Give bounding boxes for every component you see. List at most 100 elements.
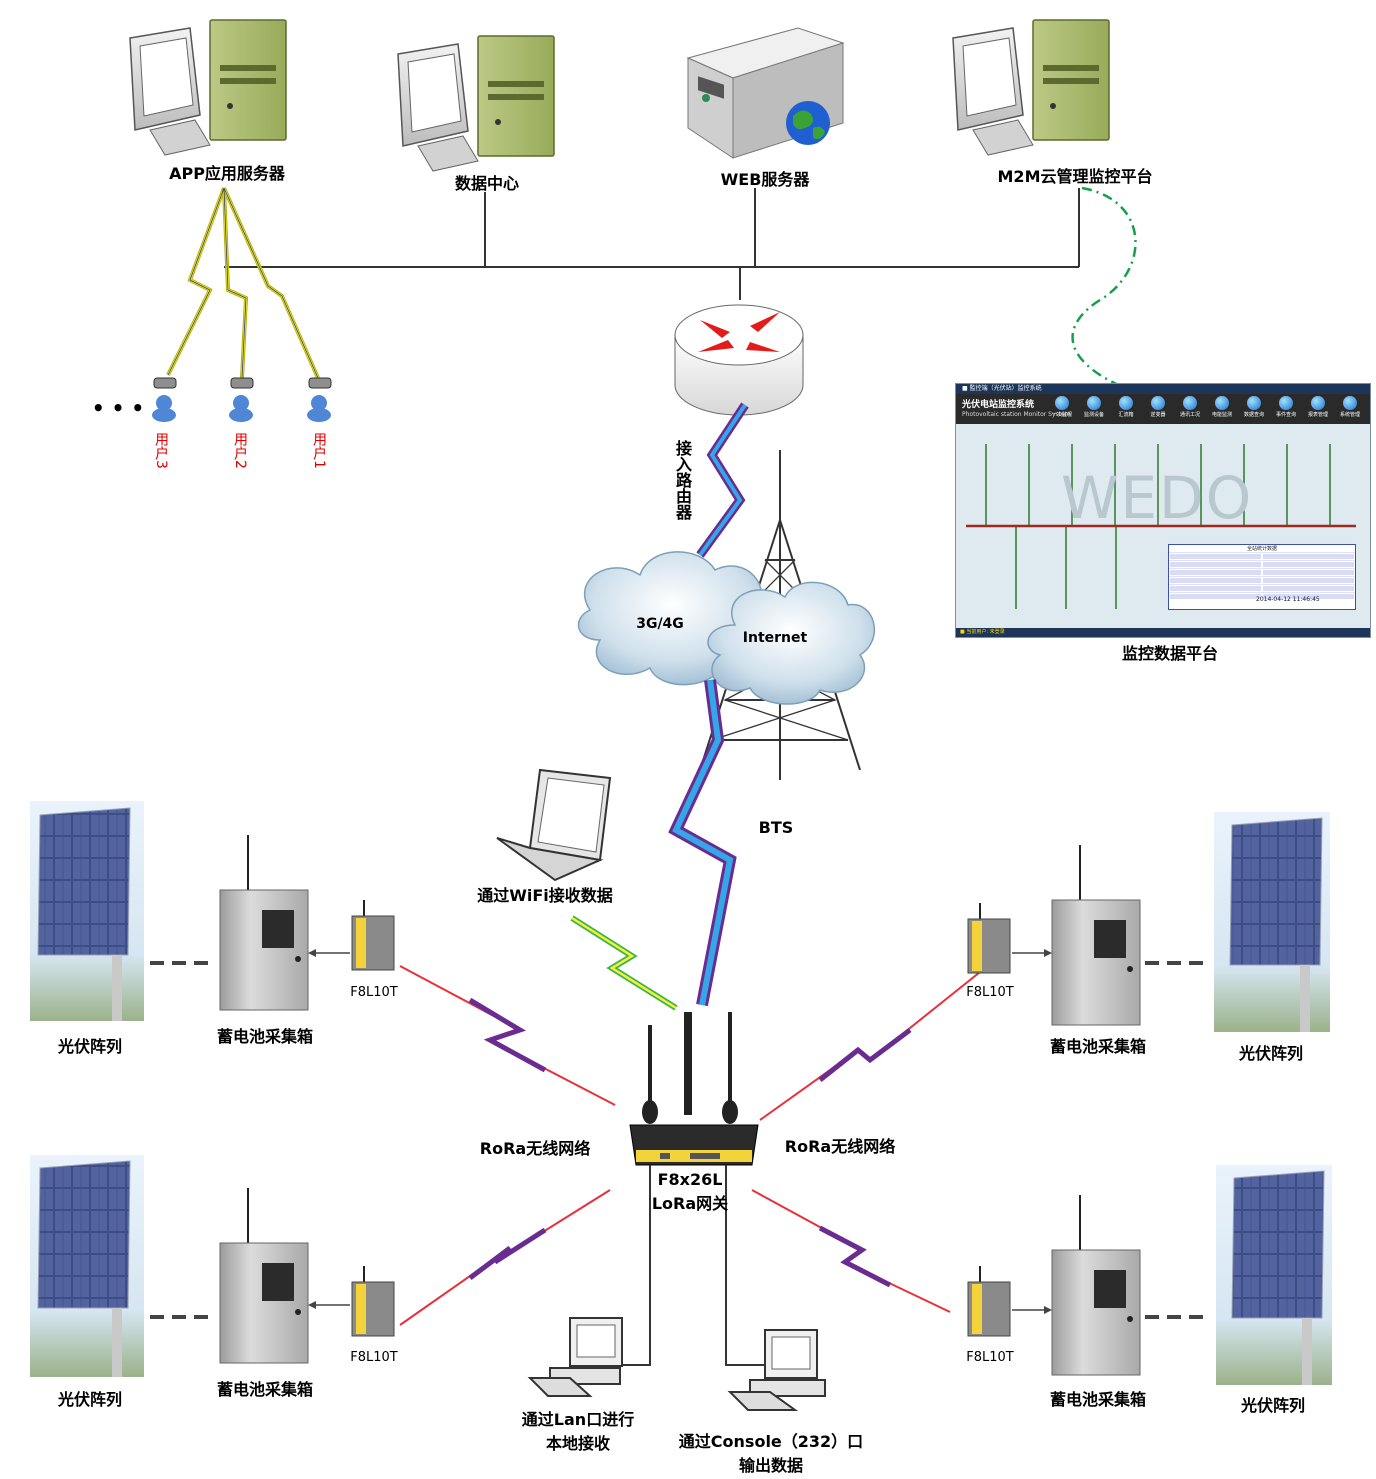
solar-array-2-image [1214, 812, 1330, 1032]
monitor-wiring [966, 444, 1356, 609]
lora-network-left-label: RoRa无线网络 [479, 1139, 591, 1158]
monitor-menu-item[interactable]: 一次监视 [1046, 396, 1078, 418]
monitor-time: 2014-04-12 11:46:45 [1256, 596, 1320, 603]
site3-array-label: 光伏阵列 [57, 1390, 123, 1409]
user3-label: 用户3 [153, 432, 169, 469]
site1-module-label: F8L10T [350, 985, 398, 1000]
monitor-status-bar: ■ 当前用户: 未登录 [956, 628, 1370, 637]
monitor-menu-item[interactable]: 系统管理 [1334, 396, 1366, 418]
monitor-menu-icon [1311, 396, 1325, 410]
router-label: 接入路由器 [673, 440, 692, 520]
user2-icon [229, 377, 254, 422]
monitor-header: 光伏电站监控系统 Photovoltaic station Monitor Sy… [956, 394, 1370, 424]
backbone-lines [224, 188, 1080, 300]
data-center-computer-icon [397, 35, 555, 172]
site2-module-label: F8L10T [966, 985, 1014, 1000]
m2m-platform-computer-icon [952, 19, 1110, 156]
site-connectors [150, 952, 1210, 1319]
monitor-menu-label: 数据查询 [1243, 412, 1264, 418]
monitor-menu-item[interactable]: 数据查询 [1238, 396, 1270, 418]
battery-box-3-icon [219, 1188, 309, 1364]
site2-box-label: 蓄电池采集箱 [1049, 1037, 1147, 1056]
site3-module-label: F8L10T [350, 1350, 398, 1365]
monitor-menu-item[interactable]: 汇流箱 [1110, 396, 1142, 418]
site4-box-label: 蓄电池采集箱 [1049, 1390, 1147, 1409]
user1-label: 用户1 [311, 432, 327, 469]
m2m-platform-label: M2M云管理监控平台 [997, 167, 1153, 186]
monitor-menu-item[interactable]: 通讯工况 [1174, 396, 1206, 418]
monitor-system-subtitle: Photovoltaic station Monitor System [962, 411, 1071, 418]
wifi-label: 通过WiFi接收数据 [477, 886, 613, 905]
monitor-menu-label: 逆变器 [1150, 412, 1166, 418]
monitor-menu-label: 汇流箱 [1118, 412, 1134, 418]
module-arrowheads [308, 949, 1052, 1314]
monitor-system-name: 光伏电站监控系统 [962, 400, 1035, 410]
monitor-menu-item[interactable]: 登录 [1366, 396, 1370, 418]
user1-icon [307, 377, 332, 422]
data-center-label: 数据中心 [454, 174, 520, 193]
monitor-menu-label: 通讯工况 [1179, 412, 1200, 418]
lora-module-3-icon [351, 1266, 395, 1337]
lora-module-1-icon [351, 900, 395, 971]
site4-module-label: F8L10T [966, 1350, 1014, 1365]
site2-array-label: 光伏阵列 [1238, 1044, 1304, 1063]
console-computer-icon [727, 1329, 826, 1411]
site3-box-label: 蓄电池采集箱 [216, 1380, 314, 1399]
monitor-platform-screenshot: ■ 監控端（光伏站）监控系统 光伏电站监控系统 Photovoltaic sta… [955, 383, 1371, 638]
user3-icon [152, 377, 177, 422]
console-label: 通过Console（232）口 输出数据 [679, 1430, 863, 1478]
battery-box-1-icon [219, 835, 309, 1011]
monitor-menu-icon [1119, 396, 1133, 410]
monitor-menu-icon [1279, 396, 1293, 410]
console-label-line1: 通过Console（232）口 [678, 1432, 864, 1451]
monitor-menu-label: 一次监视 [1051, 412, 1072, 418]
monitor-menu-label: 电能监测 [1211, 412, 1232, 418]
lan-label-line2: 本地接收 [545, 1434, 611, 1453]
bts-label: BTS [758, 818, 794, 837]
monitor-menu-label: 事件查询 [1275, 412, 1296, 418]
lora-gateway-icon [629, 1012, 759, 1166]
user2-label: 用户2 [232, 432, 248, 469]
internet-cloud-label: Internet [742, 630, 808, 646]
lora-module-2-icon [967, 903, 1011, 974]
monitor-menu-icon [1247, 396, 1261, 410]
monitor-menu-label: 系统管理 [1339, 412, 1360, 418]
gateway-label: F8x26L LoRa网关 [652, 1168, 728, 1216]
web-server-label: WEB服务器 [720, 170, 810, 189]
monitor-menu-item[interactable]: 逆变器 [1142, 396, 1174, 418]
lan-computer-icon [527, 1317, 623, 1397]
cellular-cloud-label: 3G/4G [636, 616, 684, 632]
monitor-menu-item[interactable]: 事件查询 [1270, 396, 1302, 418]
access-router-icon [674, 304, 804, 416]
monitor-menu-item[interactable]: 报表管理 [1302, 396, 1334, 418]
monitor-menu-label: 报表管理 [1307, 412, 1328, 418]
lora-module-4-icon [967, 1266, 1011, 1337]
wifi-lightning [570, 915, 678, 1011]
solar-array-1-image [30, 801, 144, 1021]
lora-network-right-label: RoRa无线网络 [784, 1137, 896, 1156]
site1-box-label: 蓄电池采集箱 [216, 1027, 314, 1046]
lora-links [399, 965, 981, 1326]
monitor-menu-item[interactable]: 电能监测 [1206, 396, 1238, 418]
solar-array-3-image [30, 1155, 144, 1377]
monitor-window-title: ■ 監控端（光伏站）监控系统 [956, 384, 1370, 394]
local-wires [620, 1165, 765, 1366]
monitor-watermark: WEDO [1061, 464, 1254, 532]
router-cloud-lightning [696, 402, 749, 558]
battery-box-2-icon [1051, 845, 1141, 1026]
monitor-menu-item[interactable]: 监测设备 [1078, 396, 1110, 418]
monitor-menu-icon [1087, 396, 1101, 410]
site4-array-label: 光伏阵列 [1240, 1396, 1306, 1415]
m2m-monitor-link [1071, 186, 1137, 390]
monitor-menu-icon [1151, 396, 1165, 410]
battery-box-4-icon [1051, 1195, 1141, 1376]
user-wireless-links [166, 187, 320, 379]
monitor-menu-icon [1183, 396, 1197, 410]
web-server-icon [686, 27, 845, 159]
monitor-stats-table: 全站统计数据 [1168, 544, 1356, 610]
monitor-menu-icon [1215, 396, 1229, 410]
console-label-line2: 输出数据 [738, 1456, 804, 1475]
app-server-label: APP应用服务器 [169, 164, 285, 183]
lan-label-line1: 通过Lan口进行 [521, 1410, 635, 1429]
